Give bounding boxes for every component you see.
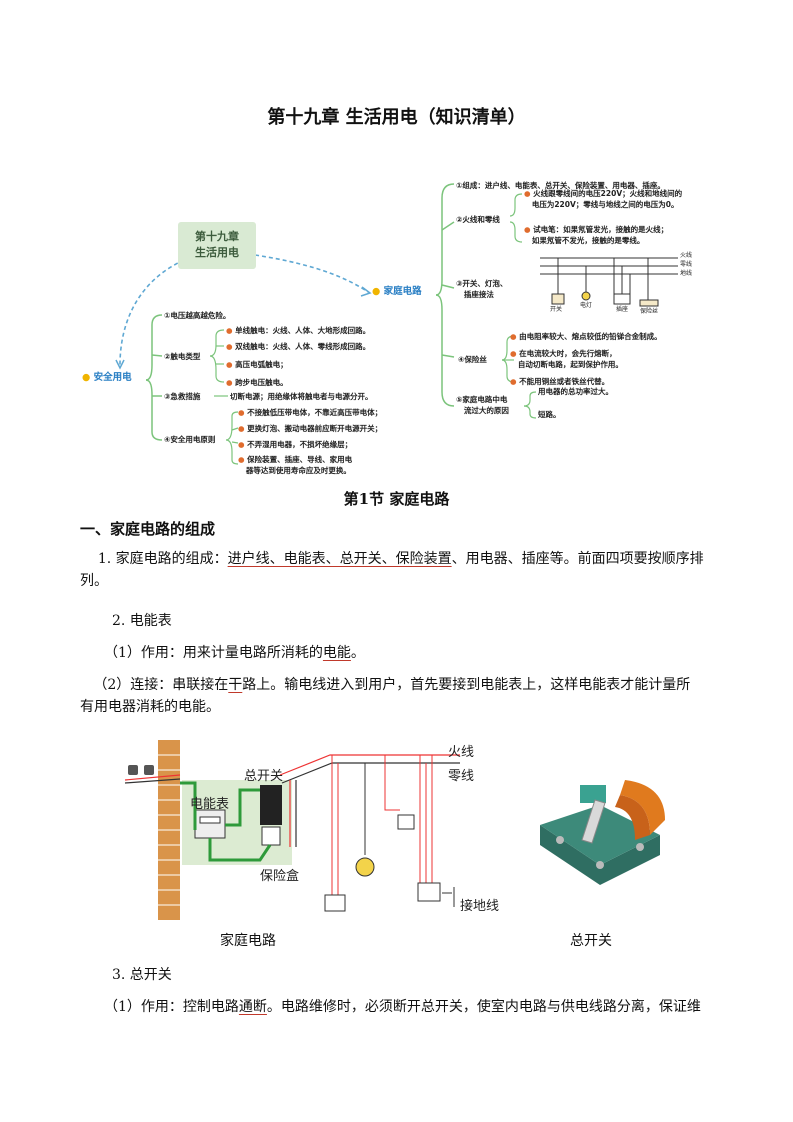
home-item-1: ①组成：进户线、电能表、总开关、保险装置、用电器、插座。 [456,181,665,190]
label-main-switch: 总开关 [244,769,284,784]
home-item-4b: ● 在电流较大时，会先行熔断， 自动切断电路，起到保护作用。 [510,349,623,369]
household-circuit-figure: 火线 零线 总开关 电能表 保险盒 接地线 [120,735,500,925]
branch-home-circuit: ● 家庭电路 [372,286,422,297]
safety-item-2-label: ②触电类型 [164,352,201,361]
home-item-4a: ● 由电阻率较大、熔点较低的铅锑合金制成。 [510,332,662,341]
wire-label-live: 火线 [680,252,693,259]
bulb-icon: ● [372,286,381,297]
heading-1: 一、家庭电路的组成 [80,520,216,538]
home-item-4c: ● 不能用铜丝或者铁丝代替。 [510,377,610,386]
label-live-wire: 火线 [448,745,475,760]
label-ground-wire: 接地线 [460,899,500,914]
main-switch-image [520,765,680,895]
home-item-5-label: ⑤家庭电路中电 流过大的原因 [456,395,509,415]
safety-item-2d: ● 跨步电压触电。 [226,378,288,387]
mind-map-center: 第十九章 生活用电 [178,222,256,269]
label-meter: 电能表 [190,797,230,812]
branch-safety: ● 安全用电 [82,372,132,383]
wire-label-ground: 地线 [680,270,693,277]
label-neutral-wire: 零线 [448,769,475,784]
home-item-2a: ● 火线跟零线间的电压220V；火线和地线间的 电压为220V；零线与地线之间的… [524,189,683,209]
part-label-switch: 开关 [550,306,563,313]
home-item-5a: 用电器的总功率过大。 [538,387,613,396]
mind-map-lines [115,183,537,465]
paragraph-2-2: （2）连接：串联接在干路上。输电线进入到用户，首先要接到电能表上，这样电能表才能… [80,677,691,715]
safety-item-4c: ● 不弄湿用电器，不损坏绝缘层； [238,440,353,449]
paragraph-2: 2. 电能表 [112,613,172,629]
home-item-5b: 短路。 [538,410,561,419]
paragraph-1: 1. 家庭电路的组成：进户线、电能表、总开关、保险装置、用电器、插座等。前面四项… [80,551,704,589]
section-title: 第1节 家庭电路 [343,490,450,508]
paragraph-3: 3. 总开关 [112,967,172,983]
home-item-2b: ● 试电笔：如果氖管发光，接触的是火线； 如果氖管不发光，接触的是零线。 [524,225,669,245]
safety-item-4a: ● 不接触低压带电体，不靠近高压带电体； [238,408,383,417]
mind-map: 第十九章 生活用电 ● 家庭电路 ● 安全用电 ①组成：进户线、电能表、总开关、… [70,170,720,480]
safety-item-2a: ● 单线触电：火线、人体、大地形成回路。 [226,326,371,335]
caption-household-circuit: 家庭电路 [220,933,276,949]
home-item-2-label: ②火线和零线 [456,215,500,224]
caption-main-switch: 总开关 [570,933,612,949]
wire-label-neutral: 零线 [680,261,693,268]
page-title: 第十九章 生活用电（知识清单） [267,107,526,128]
safety-item-1: ①电压越高越危险。 [164,311,231,320]
part-label-socket: 插座 [616,306,629,313]
wiring-diagram: 火线 零线 地线 开关 电灯 插座 保险丝 [538,252,698,316]
home-item-3-label: ③开关、灯泡、 插座接法 [456,279,508,299]
paragraph-3-1: （1）作用：控制电路通断。电路维修时，必须断开总开关，使室内电路与供电线路分离，… [104,999,701,1015]
safety-item-2b: ● 双线触电：火线、人体、零线形成回路。 [226,342,371,351]
bulb-icon: ● [82,372,91,383]
safety-item-3a: 切断电源；用绝缘体将触电者与电源分开。 [230,392,373,401]
label-fuse-box: 保险盒 [260,869,300,884]
home-item-4-label: ④保险丝 [458,355,487,364]
safety-item-4d: ● 保险装置、插座、导线、家用电 器等达到使用寿命应及时更换。 [238,455,353,475]
part-label-lamp: 电灯 [580,302,593,309]
safety-item-4-label: ④安全用电原则 [164,435,216,444]
paragraph-2-1: （1）作用：用来计量电路所消耗的电能。 [104,645,365,661]
safety-item-4b: ● 更换灯泡、搬动电器前应断开电源开关； [238,424,383,433]
safety-item-2c: ● 高压电弧触电； [226,360,288,369]
safety-item-3-label: ③急救措施 [164,392,201,401]
part-label-fuse: 保险丝 [640,308,659,315]
